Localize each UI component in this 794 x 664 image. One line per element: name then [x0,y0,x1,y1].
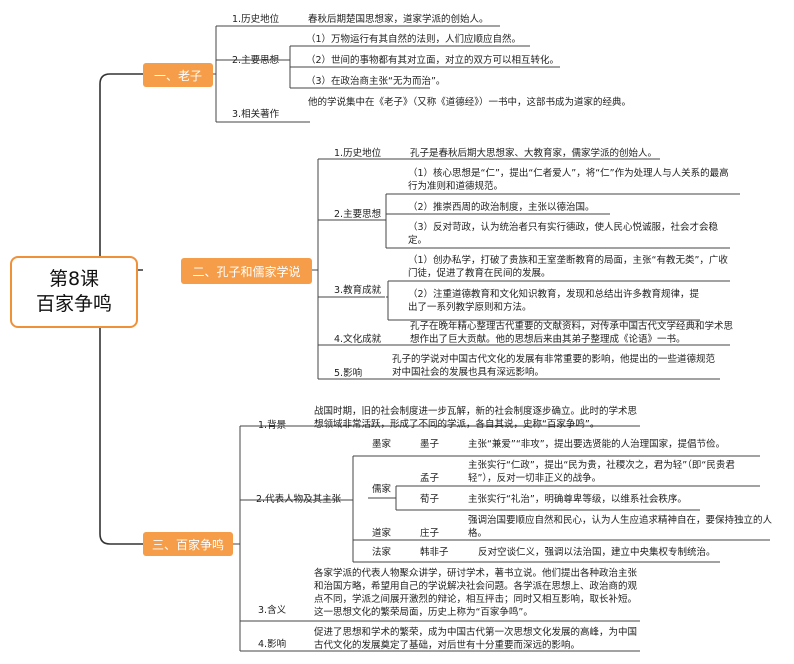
hundred-bg-text: 战国时期，旧的社会制度进一步瓦解，新的社会制度逐步确立。此时的学术思想领域非常活… [314,406,638,430]
laozi-works-text: 他的学说集中在《老子》（又称《道德经》）一书中，这部书成为道家的经典。 [308,97,632,108]
person-zhuangzi: 庄子 [420,528,440,539]
confucius-idea-1: （1）核心思想是“仁”，提出“仁者爱人”，将“仁”作为处理人与人关系的最高行为准… [408,168,729,192]
hundred-reps-label: 2.代表人物及其主张 [256,494,342,505]
confucius-influence-label: 5.影响 [334,368,363,379]
confucius-culture-text: 孔子在晚年精心整理古代重要的文献资料，对传承中国古代文学经典和学术思想作出了巨大… [410,321,734,345]
hundred-meaning-text: 各家学派的代表人物聚众讲学，研讨学术，著书立说。他们提出各种政治主张和治国方略，… [314,568,638,618]
confucius-idea-3: （3）反对苛政，认为统治者只有实行德政，使人民心悦诚服，社会才会稳定。 [408,222,719,246]
person-mengzi: 孟子 [420,473,440,484]
root-title-line2: 百家争鸣 [35,293,112,315]
confucius-edu-2: （2）注重道德教育和文化知识教育，发现和总结出许多教育规律，提出了一系列教学原则… [408,289,700,313]
school-legalist: 法家 [372,547,392,558]
confucius-history-text: 孔子是春秋后期大思想家、大教育家，儒家学派的创始人。 [410,148,658,159]
zhuangzi-text: 强调治国要顺应自然和民心，认为人生应追求精神自在，要保持独立的人格。 [468,515,773,539]
laozi-idea-3: （3）在政治商主张“无为而治”。 [306,76,446,87]
laozi-idea-2: （2）世间的事物都有其对立面，对立的双方可以相互转化。 [306,55,560,66]
xunzi-text: 主张实行“礼治”，明确尊卑等级，以维系社会秩序。 [468,494,687,505]
root-topic[interactable]: 第8课 百家争鸣 [10,256,138,328]
mozi-text: 主张“兼爱”“非攻”，提出要选贤能的人治理国家，提倡节俭。 [468,439,726,450]
mengzi-text: 主张实行“仁政”，提出“民为贵，社稷次之，君为轻”（即“民贵君轻”），反对一切非… [468,460,735,484]
laozi-idea-1: （1）万物运行有其自然的法则，人们应顺应自然。 [306,34,522,45]
hundred-meaning-label: 3.含义 [258,605,287,616]
confucius-edu-label: 3.教育成就 [334,285,382,296]
root-title-line1: 第8课 [48,268,100,290]
laozi-works-label: 3.相关著作 [232,109,280,120]
school-taoist: 道家 [372,528,392,539]
hundred-impact-text: 促进了思想和学术的繁荣，成为中国古代第一次思想文化发展的高峰，为中国古代文化的发… [314,627,638,651]
topic-confucius[interactable]: 二、孔子和儒家学说 [181,258,312,284]
hundred-bg-label: 1.背景 [258,420,287,431]
confucius-history-label: 1.历史地位 [334,148,382,159]
confucius-idea-2: （2）推崇西周的政治制度，主张以德治国。 [408,202,595,213]
confucius-ideas-label: 2.主要思想 [334,209,382,220]
school-mohist: 墨家 [372,439,392,450]
topic-laozi[interactable]: 一、老子 [143,63,213,87]
laozi-ideas-label: 2.主要思想 [232,55,280,66]
topic-hundred-schools[interactable]: 三、百家争鸣 [143,532,233,556]
confucius-culture-label: 4.文化成就 [334,334,382,345]
hanfeizi-text: 反对空谈仁义，强调以法治国，建立中央集权专制统治。 [478,547,716,558]
topic-confucius-title: 二、孔子和儒家学说 [192,264,301,279]
topic-laozi-title: 一、老子 [153,68,202,83]
person-xunzi: 荀子 [420,494,440,505]
topic-hundred-title: 三、百家争鸣 [151,537,224,552]
hundred-impact-label: 4.影响 [258,639,287,650]
confucius-influence-text: 孔子的学说对中国古代文化的发展有非常重要的影响，他提出的一些道德规范对中国社会的… [392,354,716,378]
school-confucian: 儒家 [372,484,392,495]
laozi-history-text: 春秋后期楚国思想家，道家学派的创始人。 [308,14,489,25]
laozi-history-label: 1.历史地位 [232,14,280,25]
confucius-edu-1: （1）创办私学，打破了贵族和王室垄断教育的局面，主张“有教无类”，广收门徒，促进… [408,255,728,279]
person-mozi: 墨子 [420,439,440,450]
person-hanfeizi: 韩非子 [420,547,449,558]
